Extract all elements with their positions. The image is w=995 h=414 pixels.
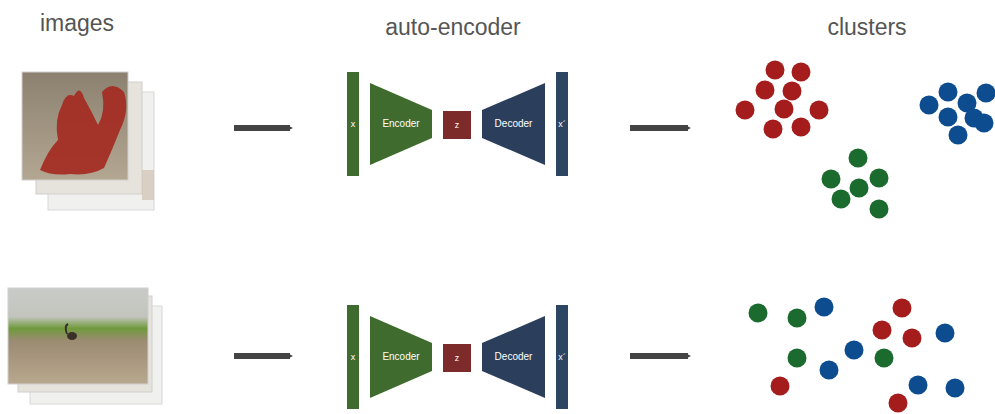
image-stack [22,72,154,210]
flow-arrow [234,125,290,131]
node-label: x´ [558,120,566,129]
input-layer: x [347,305,359,409]
latent-box: z [443,111,471,139]
encoder-trapezoid: Encoder [370,316,432,398]
encoder-trapezoid: Encoder [370,83,432,165]
column-heading: clusters [827,16,906,39]
flow-arrow [630,353,688,359]
node-label: Decoder [495,352,533,362]
node-label: Encoder [382,352,419,362]
scattered-dots [749,298,965,413]
node-label: Decoder [495,119,533,129]
column-heading: images [40,12,114,35]
flow-arrow [234,353,290,359]
node-label: x´ [558,353,566,362]
latent-box: z [443,344,471,372]
input-layer: x [347,72,359,176]
node-label: z [455,121,460,130]
flow-arrow [630,125,688,131]
decoder-trapezoid: Decoder [482,83,545,165]
node-label: z [455,354,460,363]
node-label: x [351,120,356,129]
output-layer: x´ [556,72,568,176]
node-label: Encoder [382,119,419,129]
cluster-dots [736,61,995,219]
column-heading: auto-encoder [385,16,521,39]
output-layer: x´ [556,305,568,409]
image-stack [8,288,162,404]
decoder-trapezoid: Decoder [482,316,545,398]
node-label: x [351,353,356,362]
